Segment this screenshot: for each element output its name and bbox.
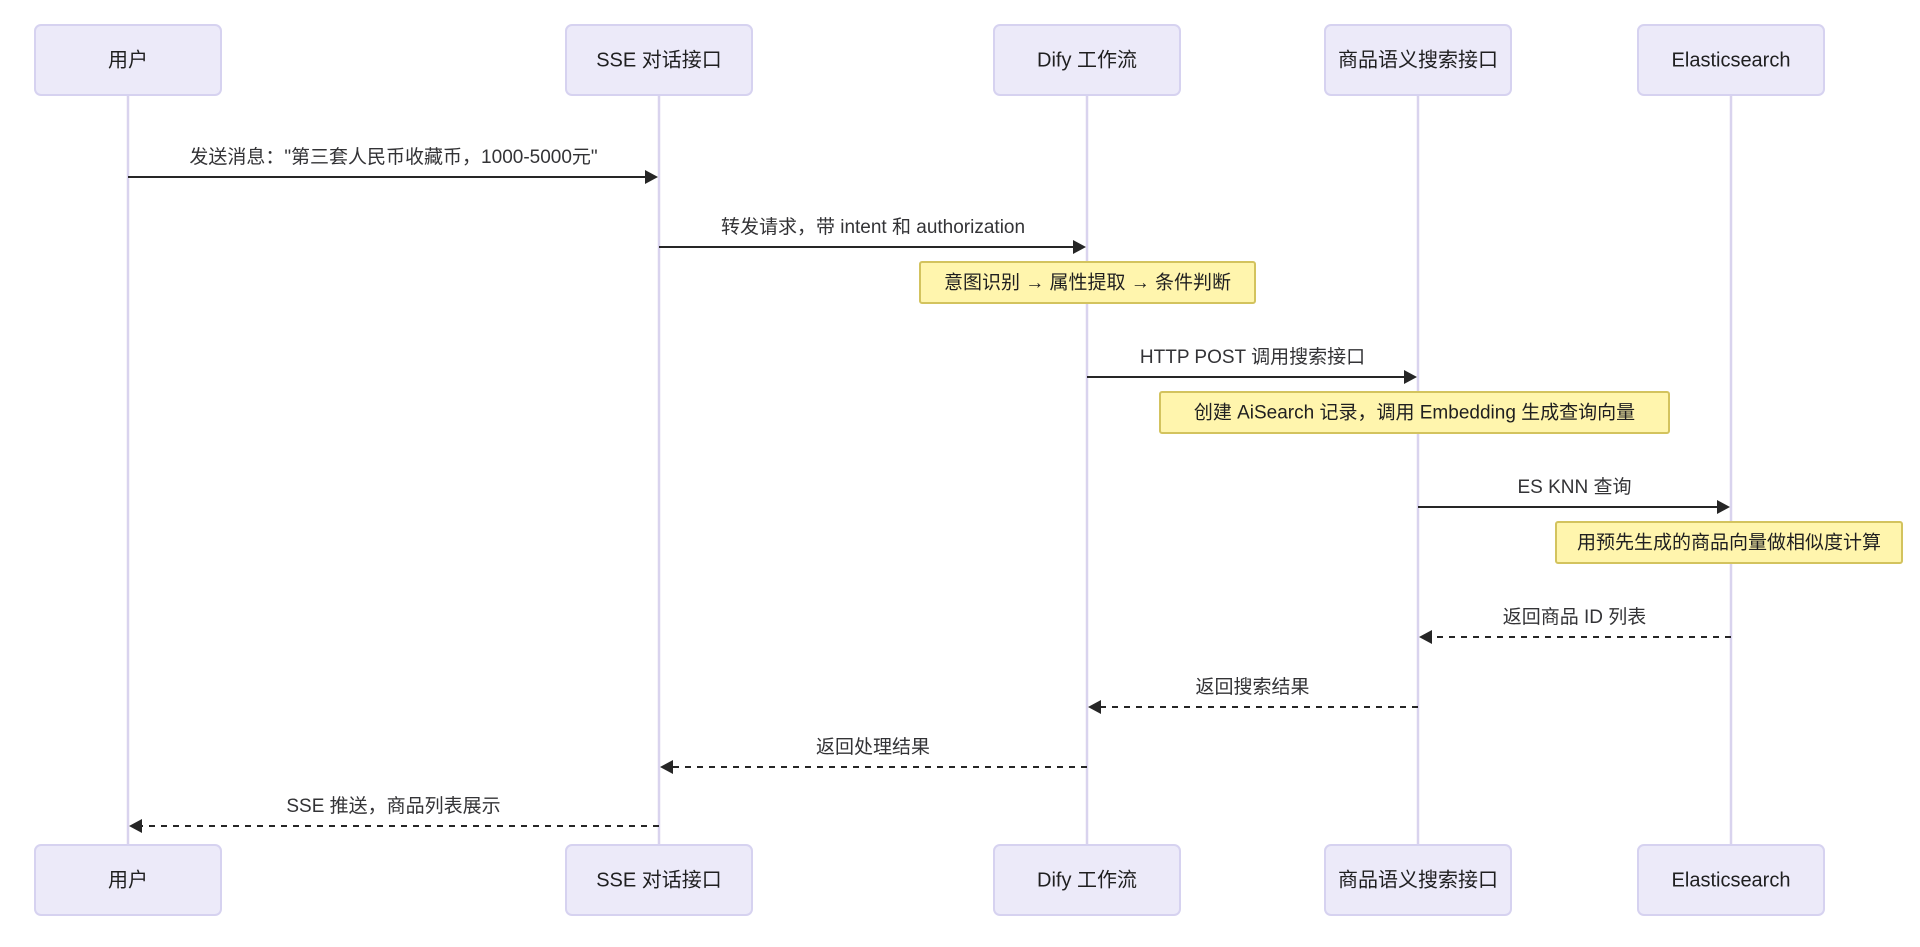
participant-box-search[interactable]	[1324, 844, 1512, 916]
message-label-6: 返回处理结果	[816, 736, 930, 758]
participant-es-top[interactable]: Elasticsearch	[1637, 24, 1825, 96]
message-6-dify-to-sse: 返回处理结果	[660, 736, 1087, 774]
message-arrowhead-0	[645, 170, 658, 184]
participant-dify-bottom[interactable]: Dify 工作流	[993, 844, 1181, 916]
participant-label-search: 商品语义搜索接口	[1338, 48, 1498, 71]
message-4-es-to-search: 返回商品 ID 列表	[1419, 606, 1731, 644]
participant-box-user[interactable]	[34, 24, 222, 96]
participant-label-search: 商品语义搜索接口	[1338, 868, 1498, 891]
note-box-0	[919, 261, 1256, 304]
message-arrowhead-7	[129, 819, 142, 833]
participant-box-sse[interactable]	[565, 24, 753, 96]
message-label-7: SSE 推送，商品列表展示	[286, 795, 500, 817]
messages-layer: 发送消息："第三套人民币收藏币，1000-5000元" 转发请求，带 intent…	[128, 146, 1731, 833]
participant-sse-top[interactable]: SSE 对话接口	[565, 24, 753, 96]
participant-search-top[interactable]: 商品语义搜索接口	[1324, 24, 1512, 96]
participant-box-search[interactable]	[1324, 24, 1512, 96]
message-3-search-to-es: ES KNN 查询	[1418, 476, 1730, 514]
participant-box-dify[interactable]	[993, 844, 1181, 916]
participant-label-es: Elasticsearch	[1672, 869, 1791, 891]
participant-search-bottom[interactable]: 商品语义搜索接口	[1324, 844, 1512, 916]
participants-bottom-layer: 用户 SSE 对话接口 Dify 工作流 商品语义搜索接口 Elasticsearch	[34, 844, 1825, 916]
participant-label-dify: Dify 工作流	[1037, 868, 1137, 891]
message-7-sse-to-user: SSE 推送，商品列表展示	[129, 795, 659, 833]
message-label-3: ES KNN 查询	[1517, 476, 1631, 498]
participant-box-es[interactable]	[1637, 844, 1825, 916]
message-1-sse-to-dify: 转发请求，带 intent 和 authorization	[659, 216, 1086, 254]
participant-label-user: 用户	[108, 48, 148, 71]
message-0-user-to-sse: 发送消息："第三套人民币收藏币，1000-5000元"	[128, 146, 658, 184]
participant-box-sse[interactable]	[565, 844, 753, 916]
note-box-2	[1555, 521, 1903, 564]
message-arrowhead-5	[1088, 700, 1101, 714]
note-box-1	[1159, 391, 1670, 434]
message-arrowhead-3	[1717, 500, 1730, 514]
participant-label-user: 用户	[108, 868, 148, 891]
message-arrowhead-6	[660, 760, 673, 774]
message-arrowhead-1	[1073, 240, 1086, 254]
note-0-over-dify: 意图识别 → 属性提取 → 条件判断	[919, 261, 1256, 304]
note-1-over-search: 创建 AiSearch 记录，调用 Embedding 生成查询向量	[1159, 391, 1670, 434]
message-arrowhead-2	[1404, 370, 1417, 384]
participant-dify-top[interactable]: Dify 工作流	[993, 24, 1181, 96]
note-label-0: 意图识别 → 属性提取 → 条件判断	[944, 272, 1231, 294]
message-label-2: HTTP POST 调用搜索接口	[1140, 346, 1365, 368]
participant-label-es: Elasticsearch	[1672, 49, 1791, 71]
message-5-search-to-dify: 返回搜索结果	[1088, 676, 1418, 714]
participant-user-top[interactable]: 用户	[34, 24, 222, 96]
message-label-4: 返回商品 ID 列表	[1503, 606, 1647, 628]
note-2-over-es: 用预先生成的商品向量做相似度计算	[1555, 521, 1903, 564]
message-arrowhead-4	[1419, 630, 1432, 644]
note-label-1: 创建 AiSearch 记录，调用 Embedding 生成查询向量	[1194, 402, 1635, 424]
participant-box-user[interactable]	[34, 844, 222, 916]
participant-sse-bottom[interactable]: SSE 对话接口	[565, 844, 753, 916]
participant-label-sse: SSE 对话接口	[596, 48, 722, 71]
message-label-1: 转发请求，带 intent 和 authorization	[721, 216, 1025, 238]
participant-es-bottom[interactable]: Elasticsearch	[1637, 844, 1825, 916]
participants-top-layer: 用户 SSE 对话接口 Dify 工作流 商品语义搜索接口 Elasticsearch	[34, 24, 1825, 96]
participant-box-dify[interactable]	[993, 24, 1181, 96]
message-2-dify-to-search: HTTP POST 调用搜索接口	[1087, 346, 1417, 384]
lifelines-layer	[126, 95, 1733, 845]
participant-box-es[interactable]	[1637, 24, 1825, 96]
message-label-5: 返回搜索结果	[1195, 676, 1309, 698]
participant-label-sse: SSE 对话接口	[596, 868, 722, 891]
note-label-2: 用预先生成的商品向量做相似度计算	[1577, 532, 1881, 554]
participant-label-dify: Dify 工作流	[1037, 48, 1137, 71]
message-label-0: 发送消息："第三套人民币收藏币，1000-5000元"	[189, 146, 597, 168]
participant-user-bottom[interactable]: 用户	[34, 844, 222, 916]
